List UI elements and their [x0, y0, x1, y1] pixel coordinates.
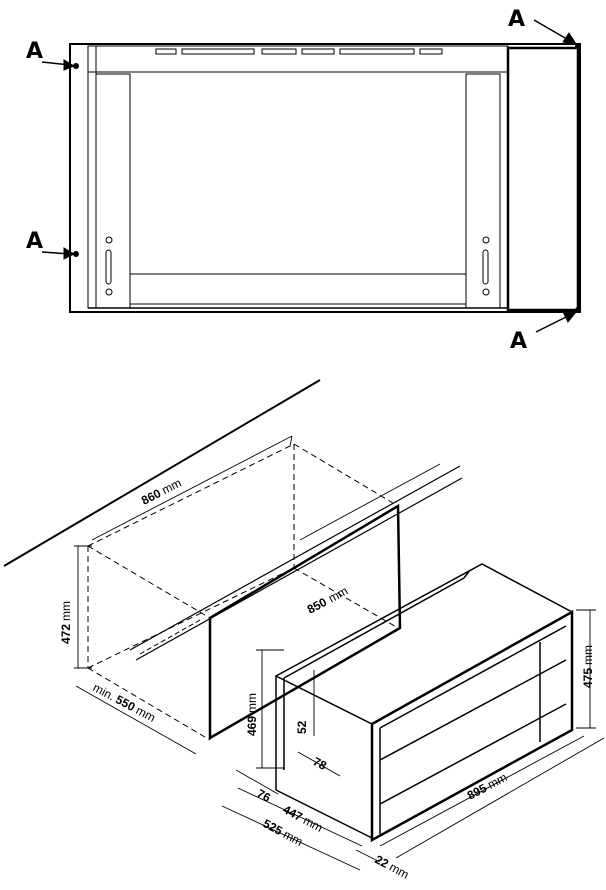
- left-adjust-slot: [105, 249, 112, 285]
- callout-a-left-bottom: A: [26, 229, 43, 254]
- top-view-drawing: [69, 43, 581, 313]
- dim-height-52: 52: [295, 720, 309, 734]
- worktop-rail-2: [135, 477, 463, 661]
- appliance-front: [370, 609, 574, 843]
- cabinet-inner-frame: [87, 45, 509, 309]
- right-adjust-slot: [482, 249, 489, 285]
- dim-niche-width: 860mm: [139, 476, 184, 508]
- dim-front-thickness: 22mm: [373, 852, 412, 881]
- mounting-point: [575, 43, 581, 49]
- callout-a-right-bottom: A: [510, 329, 527, 354]
- dimension-lines: [74, 435, 605, 871]
- dim-offset-78: 78: [311, 754, 330, 773]
- left-rail: [95, 73, 131, 309]
- dim-front-width: 895mm: [465, 770, 510, 803]
- dim-niche-depth: min.550mm: [91, 680, 158, 725]
- dim-appliance-height: 475mm: [581, 645, 595, 688]
- cabinet-front-panel: [208, 503, 402, 741]
- dim-panel-width: 850mm: [305, 584, 350, 617]
- dim-offset-76: 76: [255, 786, 274, 805]
- cabinet-outer-frame: [69, 43, 581, 313]
- dim-niche-height: 472mm: [59, 601, 73, 644]
- installation-drawing: [3, 379, 605, 871]
- right-door-panel: [506, 46, 580, 312]
- mounting-point-markers: [41, 19, 581, 333]
- top-vent-slots: [155, 48, 443, 55]
- niche-outline: [87, 443, 399, 741]
- callout-a-left-top: A: [26, 39, 43, 64]
- worktop-rail-1: [129, 465, 461, 651]
- dim-body-height: 469mm: [245, 693, 259, 736]
- callout-a-right-top: A: [508, 7, 525, 32]
- wall-line: [3, 379, 321, 567]
- mounting-point: [575, 307, 581, 313]
